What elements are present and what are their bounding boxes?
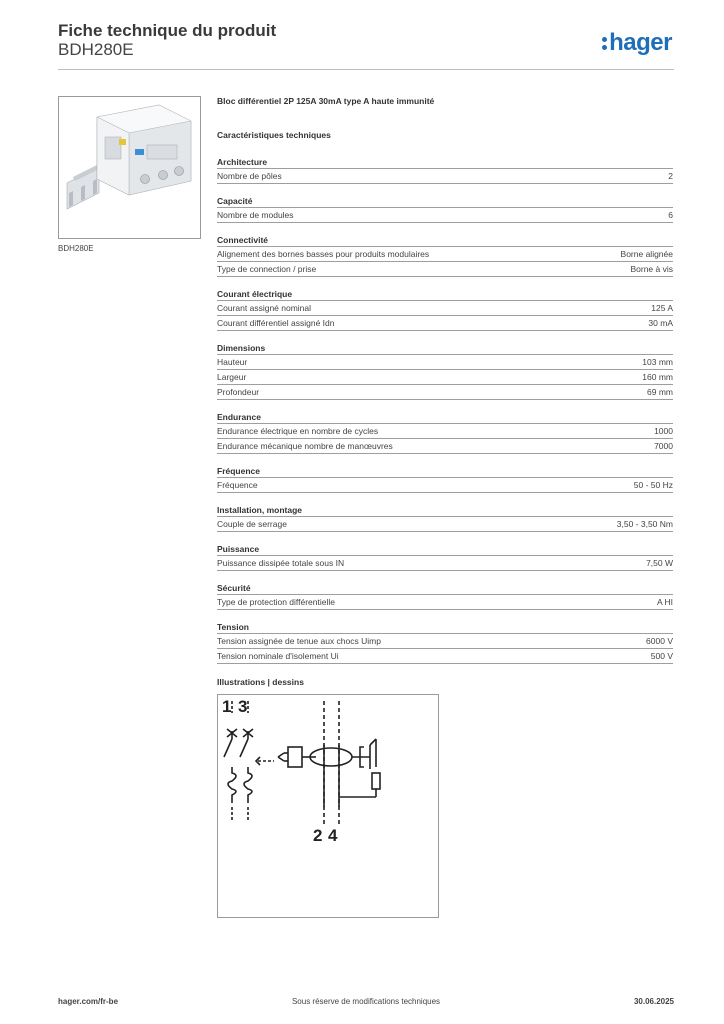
spec-row: Largeur 160 mm <box>217 369 673 384</box>
spec-value: 6000 V <box>646 636 673 646</box>
spec-row: Courant différentiel assigné Idn 30 mA <box>217 315 673 331</box>
spec-label: Tension assignée de tenue aux chocs Uimp <box>217 636 381 646</box>
spec-value: 50 - 50 Hz <box>633 480 673 490</box>
spec-value: 1000 <box>654 426 673 436</box>
spec-label: Courant différentiel assigné Idn <box>217 318 335 328</box>
specs-section-title: Caractéristiques techniques <box>217 130 331 140</box>
spec-value: 3,50 - 3,50 Nm <box>616 519 673 529</box>
spec-value: A HI <box>656 597 673 607</box>
spec-value: 30 mA <box>648 318 673 328</box>
spec-group-title: Endurance <box>217 412 261 422</box>
product-description: Bloc différentiel 2P 125A 30mA type A ha… <box>217 96 435 106</box>
spec-row: Profondeur 69 mm <box>217 384 673 400</box>
spec-row: Endurance mécanique nombre de manœuvres 7… <box>217 438 673 454</box>
terminal-label-4: 4 <box>328 826 338 845</box>
spec-value: 7000 <box>654 441 673 451</box>
spec-label: Courant assigné nominal <box>217 303 312 313</box>
spec-label: Type de connection / prise <box>217 264 317 274</box>
spec-label: Largeur <box>217 372 247 382</box>
spec-value: 103 mm <box>642 357 673 367</box>
wiring-diagram: 1 3 2 4 <box>217 694 439 918</box>
spec-group-title: Sécurité <box>217 583 251 593</box>
spec-group-title: Architecture <box>217 157 268 167</box>
spec-value: 2 <box>668 171 673 181</box>
footer-date: 30.06.2025 <box>633 997 674 1006</box>
spec-label: Fréquence <box>217 480 258 490</box>
product-image-caption: BDH280E <box>58 244 94 253</box>
spec-label: Nombre de modules <box>217 210 294 220</box>
spec-row: Hauteur 103 mm <box>217 354 673 369</box>
terminal-label-3: 3 <box>238 697 247 716</box>
spec-row: Tension nominale d'isolement Ui 500 V <box>217 648 673 664</box>
spec-row: Couple de serrage 3,50 - 3,50 Nm <box>217 516 673 532</box>
spec-row: Fréquence 50 - 50 Hz <box>217 477 673 493</box>
spec-row: Puissance dissipée totale sous IN 7,50 W <box>217 555 673 571</box>
terminal-label-1: 1 <box>222 697 231 716</box>
spec-group-title: Installation, montage <box>217 505 303 515</box>
spec-value: 69 mm <box>647 387 673 397</box>
spec-value: 7,50 W <box>646 558 673 568</box>
page-header: Fiche technique du produit BDH280E hager <box>58 21 674 70</box>
spec-row: Tension assignée de tenue aux chocs Uimp… <box>217 633 673 648</box>
spec-label: Endurance mécanique nombre de manœuvres <box>217 441 393 451</box>
footer-website-link[interactable]: hager.com/fr-be <box>58 997 119 1006</box>
product-image <box>58 96 201 239</box>
logo-text: hager <box>609 29 672 56</box>
spec-label: Hauteur <box>217 357 248 367</box>
spec-group-title: Dimensions <box>217 343 266 353</box>
spec-label: Puissance dissipée totale sous IN <box>217 558 345 568</box>
terminal-label-2: 2 <box>313 826 322 845</box>
spec-value: Borne alignée <box>620 249 673 259</box>
spec-group-title: Fréquence <box>217 466 260 476</box>
spec-group-title: Courant électrique <box>217 289 293 299</box>
footer-notice: Sous réserve de modifications techniques <box>291 997 441 1006</box>
spec-row: Type de connection / prise Borne à vis <box>217 261 673 277</box>
spec-row: Nombre de pôles 2 <box>217 168 673 184</box>
page-title: Fiche technique du produit <box>58 21 277 40</box>
spec-row: Nombre de modules 6 <box>217 207 673 223</box>
product-photo-icon <box>66 104 192 210</box>
spec-value: 125 A <box>651 303 673 313</box>
spec-row: Alignement des bornes basses pour produi… <box>217 246 673 261</box>
spec-label: Tension nominale d'isolement Ui <box>217 651 339 661</box>
spec-value: Borne à vis <box>630 264 673 274</box>
spec-label: Couple de serrage <box>217 519 287 529</box>
spec-row: Type de protection différentielle A HI <box>217 594 673 610</box>
spec-label: Profondeur <box>217 387 260 397</box>
spec-label: Alignement des bornes basses pour produi… <box>217 249 430 259</box>
logo-colon-icon <box>602 34 608 52</box>
spec-value: 500 V <box>650 651 673 661</box>
illustrations-title: Illustrations | dessins <box>217 677 304 687</box>
spec-label: Nombre de pôles <box>217 171 282 181</box>
product-code: BDH280E <box>58 40 134 59</box>
spec-group-title: Capacité <box>217 196 253 206</box>
spec-group-title: Tension <box>217 622 249 632</box>
circuit-diagram-icon: 1 3 2 4 <box>222 697 381 845</box>
spec-group-title: Puissance <box>217 544 260 554</box>
spec-label: Type de protection différentielle <box>217 597 335 607</box>
spec-value: 160 mm <box>642 372 673 382</box>
spec-row: Endurance électrique en nombre de cycles… <box>217 423 673 438</box>
spec-label: Endurance électrique en nombre de cycles <box>217 426 379 436</box>
spec-group-title: Connectivité <box>217 235 269 245</box>
hager-logo: hager <box>602 29 672 57</box>
spec-value: 6 <box>668 210 673 220</box>
spec-row: Courant assigné nominal 125 A <box>217 300 673 315</box>
